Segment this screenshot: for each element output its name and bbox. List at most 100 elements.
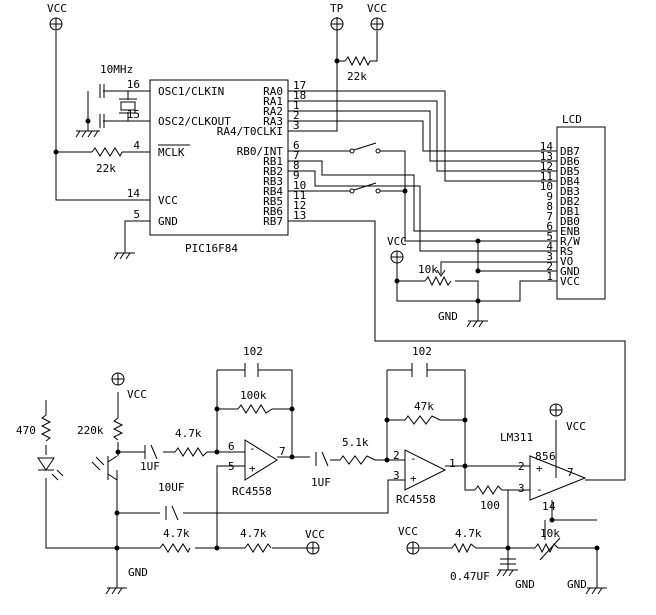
capacitor-1uf-b: 1UF bbox=[311, 451, 331, 489]
pin-number: 10 bbox=[540, 180, 553, 193]
pin-name: DB7 bbox=[560, 145, 580, 158]
lcd-pin-vo: 3 VO bbox=[546, 250, 573, 268]
svg-text:RC4558: RC4558 bbox=[232, 485, 272, 498]
ground-symbol: GND bbox=[438, 310, 488, 328]
pin-name: RS bbox=[560, 245, 573, 258]
pic16f84-chip: PIC16F84 16OSC1/CLKIN15OSC2/CLKOUT4MCLK1… bbox=[127, 78, 307, 255]
pin-name: VO bbox=[560, 255, 573, 268]
pin-name: RA1 bbox=[263, 95, 283, 108]
svg-text:22k: 22k bbox=[96, 162, 116, 175]
svg-text:VCC: VCC bbox=[367, 2, 387, 15]
comparator-lm311: 2 3 7 +- 8 5 6 1 4 LM311 bbox=[500, 431, 587, 513]
pin-number: 13 bbox=[293, 209, 306, 222]
pin-number: 7 bbox=[546, 210, 553, 223]
svg-text:VCC: VCC bbox=[398, 525, 418, 538]
pin-number: 14 bbox=[127, 187, 141, 200]
svg-text:10UF: 10UF bbox=[158, 481, 185, 494]
pic-pin-rb7: RB7 13 bbox=[263, 209, 306, 228]
resistor-4k7-b1: 4.7k bbox=[159, 527, 191, 554]
svg-text:VCC: VCC bbox=[47, 2, 67, 15]
svg-text:+: + bbox=[249, 462, 256, 475]
svg-text:4: 4 bbox=[549, 500, 556, 513]
pin-number: 11 bbox=[540, 170, 553, 183]
lcd-pin-db7: 14 DB7 bbox=[540, 140, 580, 158]
resistor-4k7-b2: 4.7k bbox=[240, 527, 272, 553]
osc-capacitors bbox=[99, 84, 105, 128]
svg-text:4.7k: 4.7k bbox=[175, 427, 202, 440]
vcc-symbol: VCC bbox=[387, 235, 407, 264]
svg-text:4.7k: 4.7k bbox=[455, 527, 482, 540]
pin-number: 14 bbox=[540, 140, 554, 153]
pin-number: 3 bbox=[546, 250, 553, 263]
pin-number: 1 bbox=[546, 270, 553, 283]
resistor-220k: 220k bbox=[77, 417, 124, 441]
svg-text:RC4558: RC4558 bbox=[396, 493, 436, 506]
pin-name: DB4 bbox=[560, 175, 580, 188]
pin-number: 11 bbox=[293, 189, 306, 202]
power-symbols: VCC TP VCC VCC VCC VCC VCC VCC bbox=[47, 2, 607, 595]
svg-text:5.1k: 5.1k bbox=[342, 436, 369, 449]
resistor-470: 470 bbox=[16, 414, 52, 442]
potentiometer-10k: 10k bbox=[534, 527, 561, 561]
pin-name: RB7 bbox=[263, 215, 283, 228]
switch-rb0 bbox=[349, 142, 381, 154]
phototransistor bbox=[91, 455, 118, 481]
pin-number: 17 bbox=[293, 79, 306, 92]
pin-name: VCC bbox=[560, 275, 580, 288]
svg-text:0.47UF: 0.47UF bbox=[450, 570, 490, 583]
pin-number: 4 bbox=[546, 240, 553, 253]
pin-name: GND bbox=[158, 215, 178, 228]
svg-text:220k: 220k bbox=[77, 424, 104, 437]
pin-number: 18 bbox=[293, 89, 306, 102]
svg-text:GND: GND bbox=[567, 578, 587, 591]
pin-number: 9 bbox=[293, 169, 300, 182]
pin-name: GND bbox=[560, 265, 580, 278]
pin-number: 4 bbox=[133, 139, 140, 152]
pin-name: RA4/T0CLKI bbox=[217, 125, 283, 138]
ground-symbol: GND bbox=[496, 569, 535, 591]
pin-name: R/W bbox=[560, 235, 580, 248]
pin-number: 5 bbox=[133, 208, 140, 221]
pin-name: OSC2/CLKOUT bbox=[158, 115, 231, 128]
svg-text:47k: 47k bbox=[414, 400, 434, 413]
ground-symbol bbox=[75, 130, 100, 138]
svg-text:6: 6 bbox=[228, 440, 235, 453]
ground-symbol bbox=[113, 252, 135, 260]
pin-name: DB5 bbox=[560, 165, 580, 178]
pin-name: RA3 bbox=[263, 115, 283, 128]
pin-number: 16 bbox=[127, 78, 140, 91]
lcd-pin-db5: 12 DB5 bbox=[540, 160, 580, 178]
svg-text:5: 5 bbox=[542, 450, 549, 463]
svg-text:+: + bbox=[536, 462, 543, 475]
svg-text:470: 470 bbox=[16, 424, 36, 437]
pin-number: 7 bbox=[293, 149, 300, 162]
svg-text:5: 5 bbox=[228, 460, 235, 473]
pin-name: ENB bbox=[560, 225, 580, 238]
pic-pin-ra1: RA1 18 bbox=[263, 89, 306, 108]
svg-text:100k: 100k bbox=[240, 389, 267, 402]
ground-symbol: GND bbox=[567, 578, 607, 595]
pin-number: 12 bbox=[540, 160, 553, 173]
pin-name: RB5 bbox=[263, 195, 283, 208]
pin-name: MCLK bbox=[158, 146, 185, 159]
resistor-4k7-c: 4.7k bbox=[451, 527, 482, 554]
